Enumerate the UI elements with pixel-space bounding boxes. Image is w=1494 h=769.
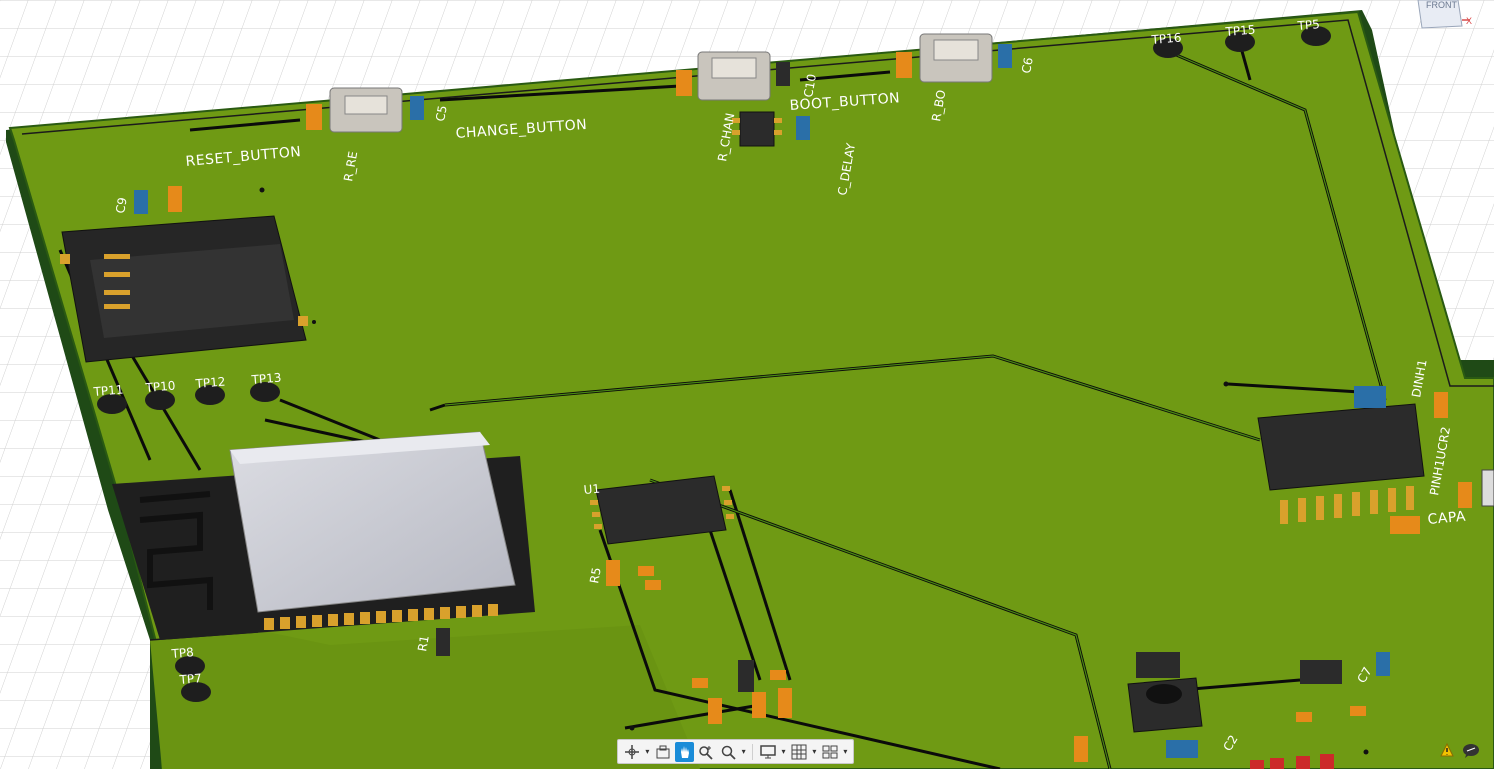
silk-c6: C6 xyxy=(1019,56,1036,74)
silk-tp12: TP12 xyxy=(194,374,226,391)
boot-button-part xyxy=(896,33,1012,83)
grid-dropdown-icon[interactable]: ▾ xyxy=(812,747,817,756)
viewports-dropdown-icon[interactable]: ▾ xyxy=(843,747,848,756)
silk-c10: C10 xyxy=(801,73,819,99)
silk-tp13: TP13 xyxy=(250,370,282,387)
test-point xyxy=(1225,32,1255,52)
silk-tp11: TP11 xyxy=(92,382,124,399)
test-point xyxy=(195,385,225,405)
test-point xyxy=(175,656,205,676)
silk-u1: U1 xyxy=(583,482,601,497)
zoom-dropdown-icon[interactable]: ▾ xyxy=(741,747,746,756)
silk-r-reset: R_RE xyxy=(341,150,360,182)
look-at-icon[interactable] xyxy=(653,742,673,762)
delay-ic[interactable] xyxy=(739,111,775,147)
antenna-trace xyxy=(139,491,213,610)
silk-r-boot: R_BO xyxy=(929,89,948,123)
sd-card-socket[interactable] xyxy=(60,215,308,363)
navigation-toolbar: ▾ ▾ ▾ ▾ ▾ xyxy=(617,739,854,764)
passive-components[interactable] xyxy=(436,560,1390,769)
comment-icon[interactable] xyxy=(1462,743,1480,759)
status-icons xyxy=(1440,743,1480,759)
vias xyxy=(259,187,1369,755)
silk-c9: C9 xyxy=(113,196,130,214)
zoom-icon[interactable] xyxy=(696,742,716,762)
silk-capa: CAPA xyxy=(1427,509,1467,528)
u1-chip[interactable] xyxy=(590,475,734,545)
silk-tp10: TP10 xyxy=(144,378,176,395)
orbit-icon[interactable] xyxy=(622,742,642,762)
change-button-part xyxy=(676,51,810,140)
soic-ic[interactable] xyxy=(1257,386,1494,534)
tactile-switch[interactable] xyxy=(1127,652,1203,733)
reset-button-part xyxy=(306,87,424,133)
display-dropdown-icon[interactable]: ▾ xyxy=(781,747,786,756)
viewports-icon[interactable] xyxy=(820,742,840,762)
module-pads xyxy=(264,604,498,630)
silk-c2: C2 xyxy=(1220,733,1240,754)
pan-hand-icon[interactable] xyxy=(674,741,695,762)
silk-tp16: TP16 xyxy=(1150,30,1182,47)
silk-pinh2: DINH1 xyxy=(1409,358,1429,398)
test-point xyxy=(250,382,280,402)
test-point xyxy=(181,682,211,702)
fit-zoom-icon[interactable] xyxy=(718,742,738,762)
wifi-module[interactable] xyxy=(112,431,535,640)
silk-r5: R5 xyxy=(587,566,604,584)
silk-tp7: TP7 xyxy=(178,671,202,687)
silk-boot-button: BOOT_BUTTON xyxy=(789,90,901,114)
resistor[interactable] xyxy=(168,186,182,212)
silk-r1: R1 xyxy=(415,634,432,652)
silk-tp5: TP5 xyxy=(1296,17,1320,33)
toolbar-divider xyxy=(752,743,754,760)
grid-settings-icon[interactable] xyxy=(789,742,809,762)
push-buttons[interactable] xyxy=(306,33,1012,140)
silk-c7: C7 xyxy=(1354,665,1374,686)
test-point xyxy=(145,390,175,410)
test-point xyxy=(97,394,127,414)
silk-tp8: TP8 xyxy=(170,645,194,661)
display-settings-icon[interactable] xyxy=(758,742,778,762)
view-cube[interactable]: FRONT X xyxy=(1412,0,1476,30)
test-point xyxy=(1153,38,1183,58)
view-cube-axis-x: X xyxy=(1466,16,1472,26)
view-cube-front-label: FRONT xyxy=(1426,0,1457,10)
test-points[interactable] xyxy=(97,26,1331,702)
silk-c5: C5 xyxy=(433,104,450,122)
silk-tp15: TP15 xyxy=(1224,22,1256,39)
orbit-dropdown-icon[interactable]: ▾ xyxy=(645,747,650,756)
warning-icon[interactable] xyxy=(1440,743,1454,757)
capacitor-c9[interactable] xyxy=(134,190,148,214)
test-point xyxy=(1301,26,1331,46)
